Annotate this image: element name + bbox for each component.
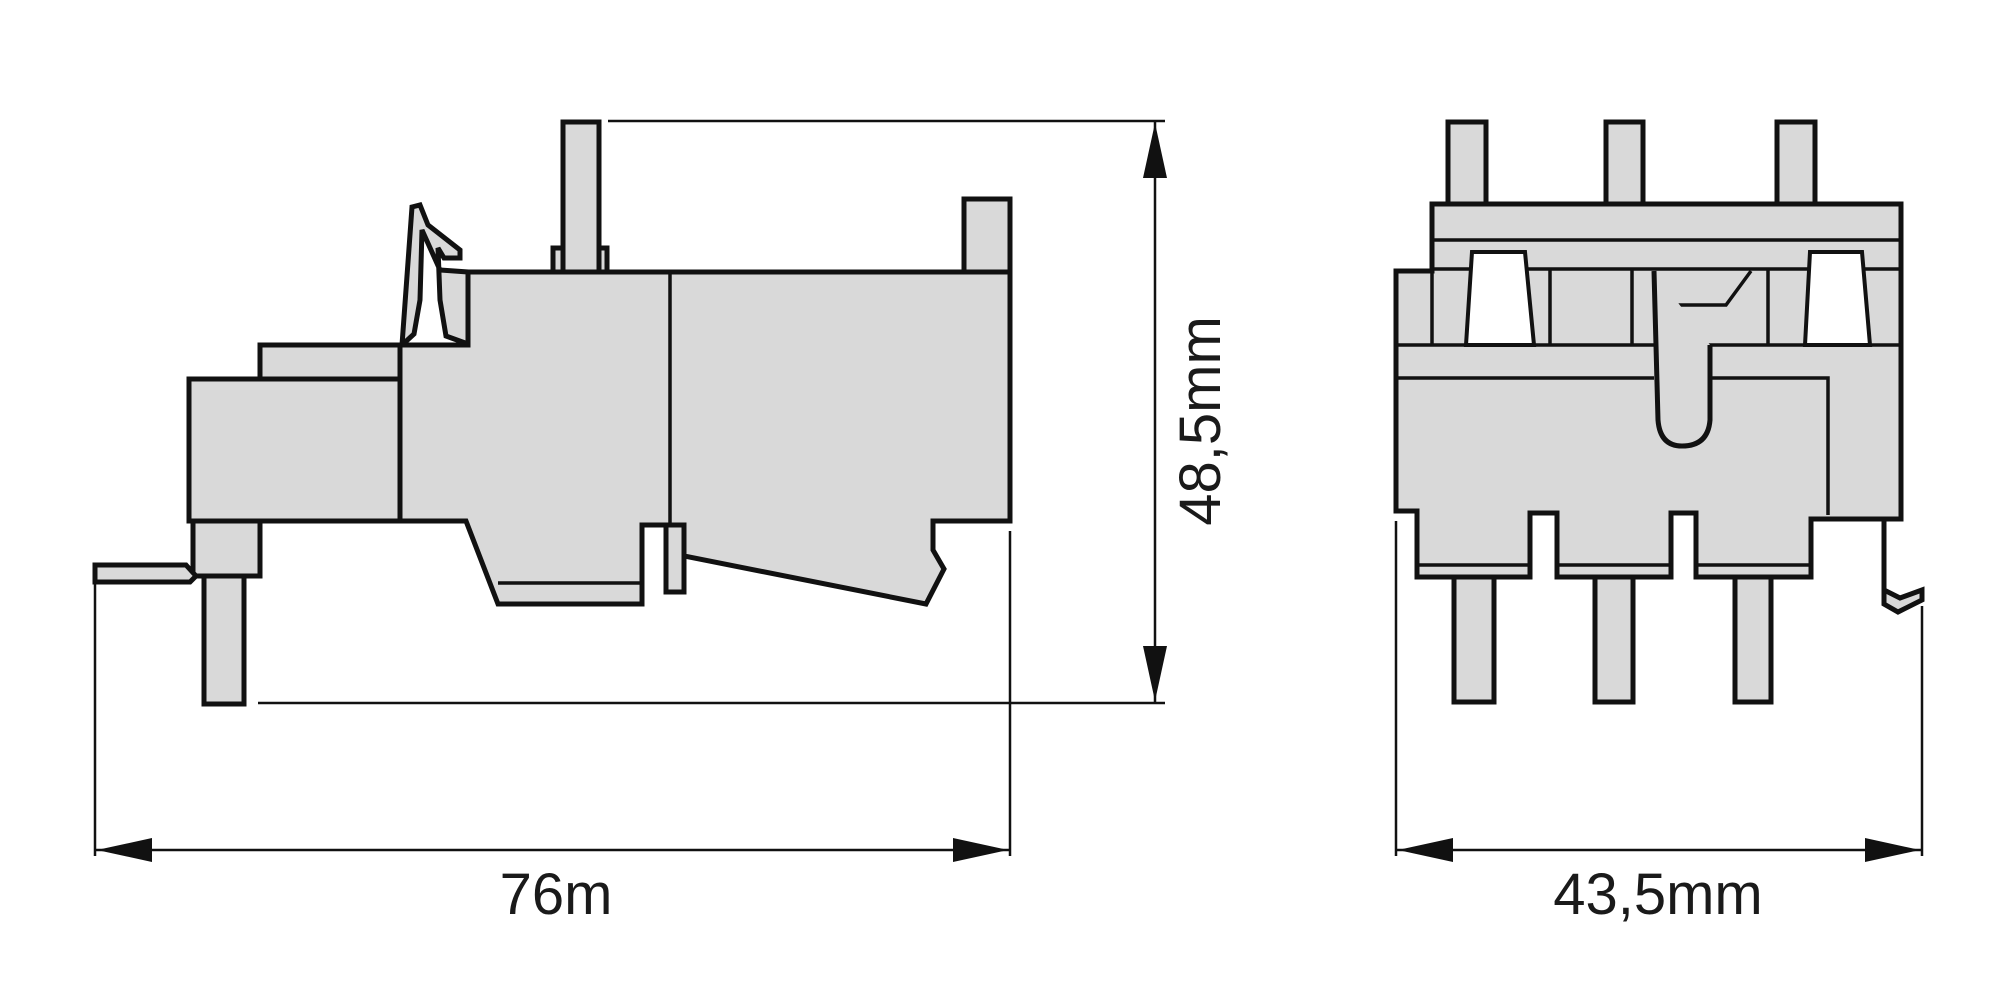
side-left-pin (201, 573, 247, 707)
side-left-block (186, 376, 403, 524)
front-bottom-pin-1 (1451, 574, 1497, 705)
side-small-pin (663, 522, 687, 595)
front-band-line-4 (1396, 376, 1830, 515)
front-window-1 (1463, 250, 1537, 347)
height-label: 48,5mm (1168, 316, 1233, 526)
front-window-2 (1802, 250, 1873, 347)
front-top-pin-3 (1774, 119, 1818, 209)
dimensions: 76m 48,5mm 43,5mm (93, 119, 1924, 927)
side-width-arrow-left (97, 838, 152, 862)
side-top-pin (560, 119, 602, 275)
side-right-tab (961, 196, 1013, 277)
front-view (1393, 119, 1925, 705)
front-width-arrow-right (1865, 838, 1920, 862)
side-left-lower-block (190, 518, 263, 579)
side-view (92, 119, 1013, 707)
front-latch (1658, 269, 1753, 307)
front-width-arrow-left (1398, 838, 1453, 862)
front-bottom-pin-3 (1732, 574, 1774, 705)
side-main-body (257, 269, 1013, 607)
height-arrow-top (1143, 123, 1167, 178)
side-hook (399, 202, 471, 352)
front-top-pin-2 (1603, 119, 1646, 209)
front-width-label: 43,5mm (1553, 862, 1763, 927)
height-arrow-bottom (1143, 646, 1167, 701)
side-wire (92, 562, 200, 585)
front-slot-tongue (1651, 270, 1713, 449)
side-width-arrow-right (953, 838, 1008, 862)
front-bottom-pin-2 (1592, 574, 1636, 705)
side-width-label: 76m (500, 862, 613, 927)
front-top-pin-1 (1445, 119, 1489, 209)
